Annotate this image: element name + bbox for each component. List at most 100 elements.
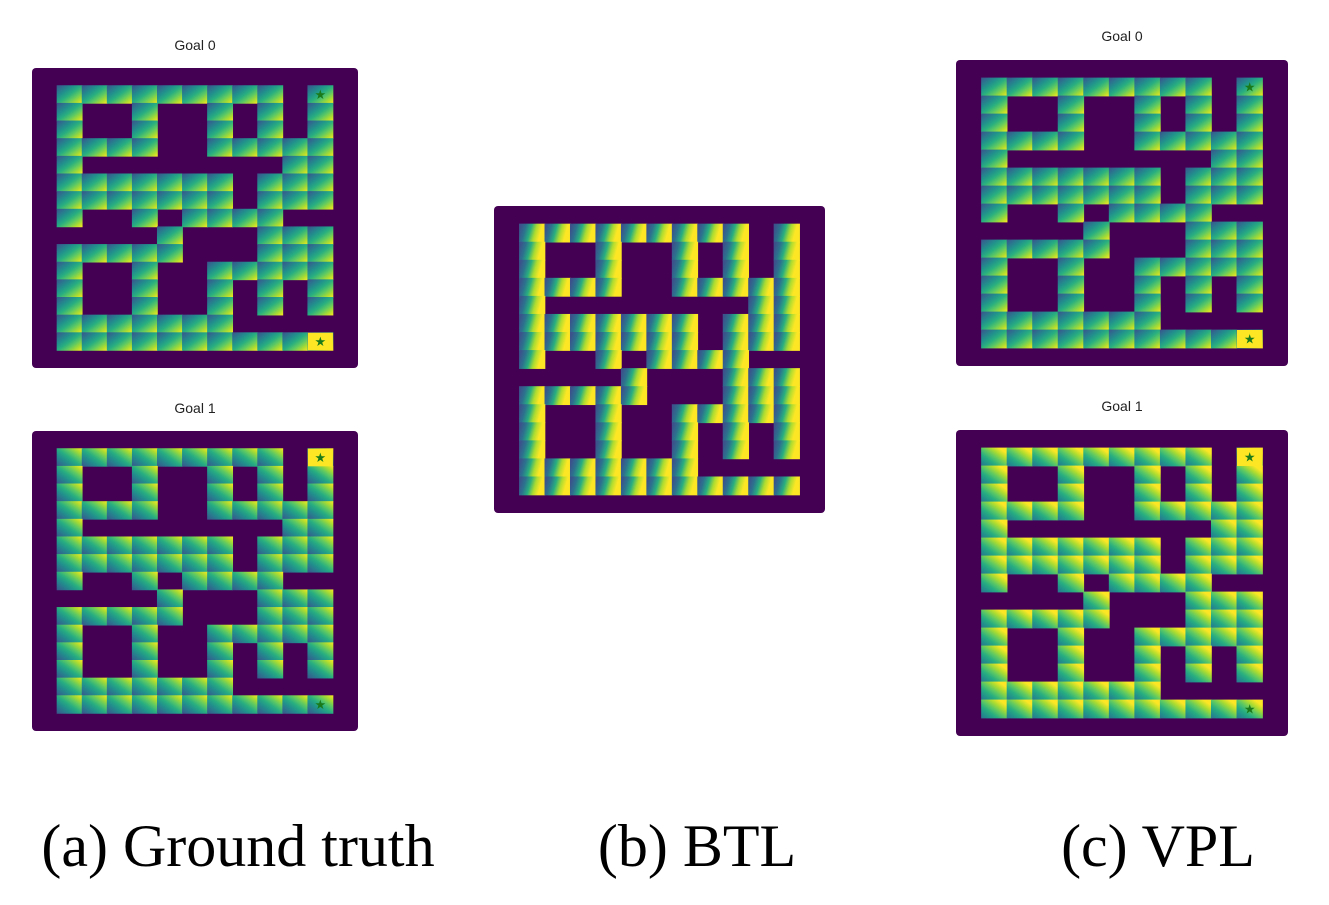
maze-cell (1134, 131, 1161, 151)
maze-cell (1185, 185, 1212, 205)
star-icon: ★ (315, 335, 327, 350)
maze-cell (232, 624, 259, 644)
maze-cell (1134, 663, 1161, 683)
maze-cell (697, 277, 724, 297)
maze-cell (207, 191, 234, 210)
maze-cell (131, 607, 158, 626)
caption-ground-truth: (a) Ground truth (41, 813, 434, 879)
maze-cell (544, 332, 571, 351)
maze-cell (1185, 257, 1212, 277)
maze-cell (595, 350, 622, 369)
maze-cell (106, 677, 133, 697)
star-icon: ★ (315, 88, 327, 103)
maze-cell (595, 440, 622, 460)
maze-cell (544, 476, 571, 496)
maze-cell (156, 589, 183, 608)
maze-cell (207, 660, 234, 679)
maze-cell (748, 313, 775, 333)
maze-cell (1032, 167, 1059, 187)
maze-cell (106, 191, 133, 210)
maze-cell (981, 131, 1008, 151)
maze-cell (1057, 293, 1085, 313)
maze-cell (1006, 681, 1034, 701)
maze-cell (981, 329, 1008, 349)
maze-cell (81, 501, 108, 520)
maze-cell (182, 695, 208, 714)
maze-cell (1185, 203, 1212, 223)
maze-cell (1210, 609, 1238, 629)
maze-cell (282, 501, 309, 520)
maze-cell (1032, 501, 1059, 521)
maze-cell (1108, 537, 1136, 557)
maze-cell (56, 554, 83, 573)
maze-cell (207, 448, 234, 467)
maze-cell (1057, 239, 1085, 259)
maze-cell (1236, 519, 1263, 539)
maze-cell (1006, 77, 1034, 97)
maze-cell (1134, 483, 1161, 503)
maze-cell (722, 404, 750, 424)
maze-cell (1236, 293, 1263, 313)
maze-cell (156, 191, 183, 210)
maze-cell (722, 332, 750, 351)
maze-cell (1185, 663, 1212, 683)
maze-cell (56, 244, 83, 263)
maze-cell (257, 501, 284, 520)
maze-cell (1210, 167, 1238, 187)
star-icon: ★ (1244, 703, 1256, 718)
maze-cell (1134, 699, 1161, 719)
maze-cell (1134, 329, 1161, 349)
maze-cell (106, 554, 133, 573)
maze-cell (773, 332, 800, 351)
maze-cell (1032, 555, 1059, 575)
maze-cell (1057, 699, 1085, 719)
maze-cell (981, 95, 1008, 115)
btl-maze (494, 206, 825, 513)
maze-cell (1185, 329, 1212, 349)
maze-cell (1159, 573, 1187, 593)
maze-cell (131, 314, 158, 334)
maze-cell (156, 695, 183, 714)
maze-cell (156, 314, 183, 334)
maze-cell (1083, 167, 1110, 187)
maze-cell (1006, 537, 1034, 557)
maze-cell (1032, 537, 1059, 557)
maze-cell (232, 138, 259, 157)
gt-goal1-maze: ★★ (32, 431, 358, 731)
maze-cell (1185, 131, 1212, 151)
maze-cell (81, 607, 108, 626)
maze-cell (56, 677, 83, 697)
maze-cell (307, 138, 334, 157)
maze-cell (697, 476, 724, 496)
maze-cell (1083, 681, 1110, 701)
goal-highlight-cell (1236, 330, 1263, 348)
maze-cell (1210, 131, 1238, 151)
maze-cell (232, 208, 259, 228)
maze-cell (106, 314, 133, 334)
maze-cell (519, 458, 546, 478)
maze-cell (1236, 465, 1263, 485)
maze-cell (722, 223, 750, 243)
maze-cell (207, 279, 234, 298)
maze-cell (1032, 681, 1059, 701)
maze-cell (56, 314, 83, 334)
maze-cell (519, 223, 546, 243)
maze-cell (1134, 465, 1161, 485)
maze-cell (56, 465, 83, 485)
maze-cell (1057, 167, 1085, 187)
maze-cell (1236, 591, 1263, 611)
maze-cell (1185, 77, 1212, 97)
maze-cell (1134, 257, 1161, 277)
gt-goal0-title: Goal 0 (174, 37, 215, 53)
maze-cell (981, 77, 1008, 97)
maze-cell (1057, 627, 1085, 647)
maze-cell (722, 313, 750, 333)
maze-cell (257, 554, 284, 573)
maze-cell (307, 297, 334, 316)
maze-cell (1006, 699, 1034, 719)
maze-cell (207, 677, 234, 697)
star-icon: ★ (315, 698, 327, 713)
maze-cell (519, 259, 546, 279)
maze-cell (1236, 113, 1263, 133)
maze-cell (1134, 95, 1161, 115)
